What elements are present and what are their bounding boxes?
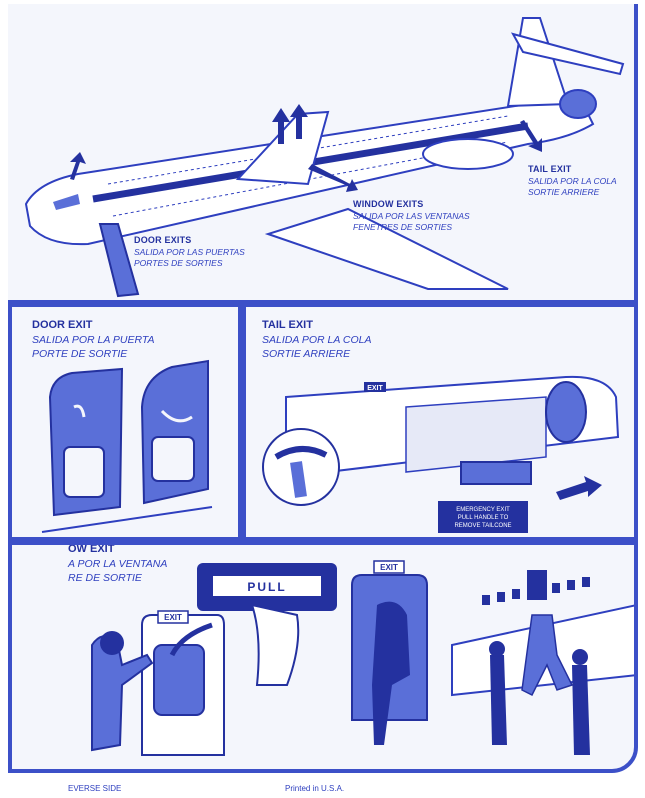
helper-right-head [572, 649, 588, 665]
fuselage-windows [482, 577, 590, 605]
passenger-4 [521, 614, 574, 697]
footer-reverse-side: EVERSE SIDE [68, 784, 122, 793]
cockpit-windows [53, 194, 80, 210]
vertical-tail [506, 17, 570, 108]
pull-arrow [169, 622, 213, 657]
ramp [460, 461, 532, 485]
engine [422, 138, 514, 170]
tail-exit-panel-spanish: SALIDA POR LA COLA [262, 334, 372, 346]
window-exits-title: WINDOW EXITS [353, 199, 424, 209]
window-exit-illustration: EXIT PULL EXIT [91, 560, 634, 756]
door-window [63, 446, 105, 498]
window-exits-french: FENETRES DE SORTIES [353, 222, 453, 232]
tailcone-detail [559, 89, 597, 119]
door-exit-title: DOOR EXIT [32, 319, 93, 331]
window-row [107, 115, 509, 217]
door-exits-spanish: SALIDA POR LAS PUERTAS [134, 247, 245, 257]
window-exits-spanish: SALIDA POR LAS VENTANAS [353, 211, 470, 221]
passenger-3 [372, 601, 410, 745]
tail-exit-panel: TAIL EXIT SALIDA POR LA COLA SORTIE ARRI… [242, 303, 638, 541]
tail-exit-sign [364, 382, 386, 392]
tail-exit-panel-french: SORTIE ARRIERE [262, 348, 351, 360]
floor-line [41, 506, 213, 533]
door-exit-illustration [41, 359, 213, 533]
handle-grip [290, 461, 307, 498]
tail-exit-french: SORTIE ARRIERE [528, 187, 600, 197]
helper-left [490, 655, 507, 745]
horizontal-stabilizer [510, 32, 625, 76]
passenger-1-head [100, 631, 124, 655]
window-exit-title: OW EXIT [68, 543, 115, 555]
placard-line-2: PULL HANDLE TO [458, 515, 509, 521]
exit-arrow-tail [520, 120, 542, 152]
lower-wing [264, 207, 509, 290]
window-hatch [153, 644, 205, 716]
exit-arrow-window [308, 164, 358, 192]
tail-exit-illustration: EXIT EMERGENCY EXIT PULL HANDLE TO REMOV… [262, 375, 620, 533]
exit-arrow-front [70, 152, 86, 180]
footer-printed: Printed in U.S.A. [285, 784, 345, 793]
door-exit-panel: DOOR EXIT SALIDA POR LA PUERTA PORTE DE … [8, 303, 242, 541]
tail-interior [405, 396, 547, 473]
hand-pulling [250, 603, 300, 686]
door-exit-spanish: SALIDA POR LA PUERTA [32, 334, 155, 346]
door-exits-title: DOOR EXITS [134, 235, 192, 245]
exit-sign-1 [157, 610, 189, 624]
tail-exit-arrow [556, 476, 602, 500]
tail-exit-spanish: SALIDA POR LA COLA [528, 176, 617, 186]
tail-exit-panel-title: TAIL EXIT [262, 319, 313, 331]
aircraft-overview-panel: DOOR EXITS SALIDA POR LAS PUERTAS PORTES… [8, 4, 638, 304]
exit-sign-1-text: EXIT [164, 613, 182, 622]
exit-arrow-up-2 [290, 104, 308, 139]
tail-exit-sign-text: EXIT [367, 385, 383, 392]
exit-sign-2 [373, 560, 405, 574]
door-exits-french: PORTES DE SORTIES [134, 258, 223, 268]
tailcone [545, 381, 587, 443]
pull-label: PULL [247, 580, 286, 594]
window-exit-spanish: A POR LA VENTANA [68, 558, 168, 570]
exit-sign-2-text: EXIT [380, 563, 398, 572]
helper-left-head [489, 641, 505, 657]
window-exit-french: RE DE SORTIE [68, 572, 142, 584]
door-open-window [151, 436, 195, 482]
door-exit-french: PORTE DE SORTIE [32, 348, 128, 360]
door-open-arrow [160, 409, 193, 423]
pull-handle [211, 574, 323, 598]
exit-arrow-up-1 [272, 108, 290, 144]
emergency-placard [438, 501, 528, 533]
door-handle-arrow [73, 404, 86, 418]
placard-line-3: REMOVE TAILCONE [454, 523, 511, 529]
tail-exit-title: TAIL EXIT [528, 164, 572, 174]
window-opening [527, 570, 547, 600]
aircraft-diagram [24, 17, 625, 298]
handle-arrow [274, 446, 328, 460]
placard-line-1: EMERGENCY EXIT [456, 507, 510, 513]
door-slide [98, 223, 140, 298]
helper-right [572, 665, 590, 755]
window-exit-panel: OW EXIT A POR LA VENTANA RE DE SORTIE EX… [8, 541, 638, 773]
